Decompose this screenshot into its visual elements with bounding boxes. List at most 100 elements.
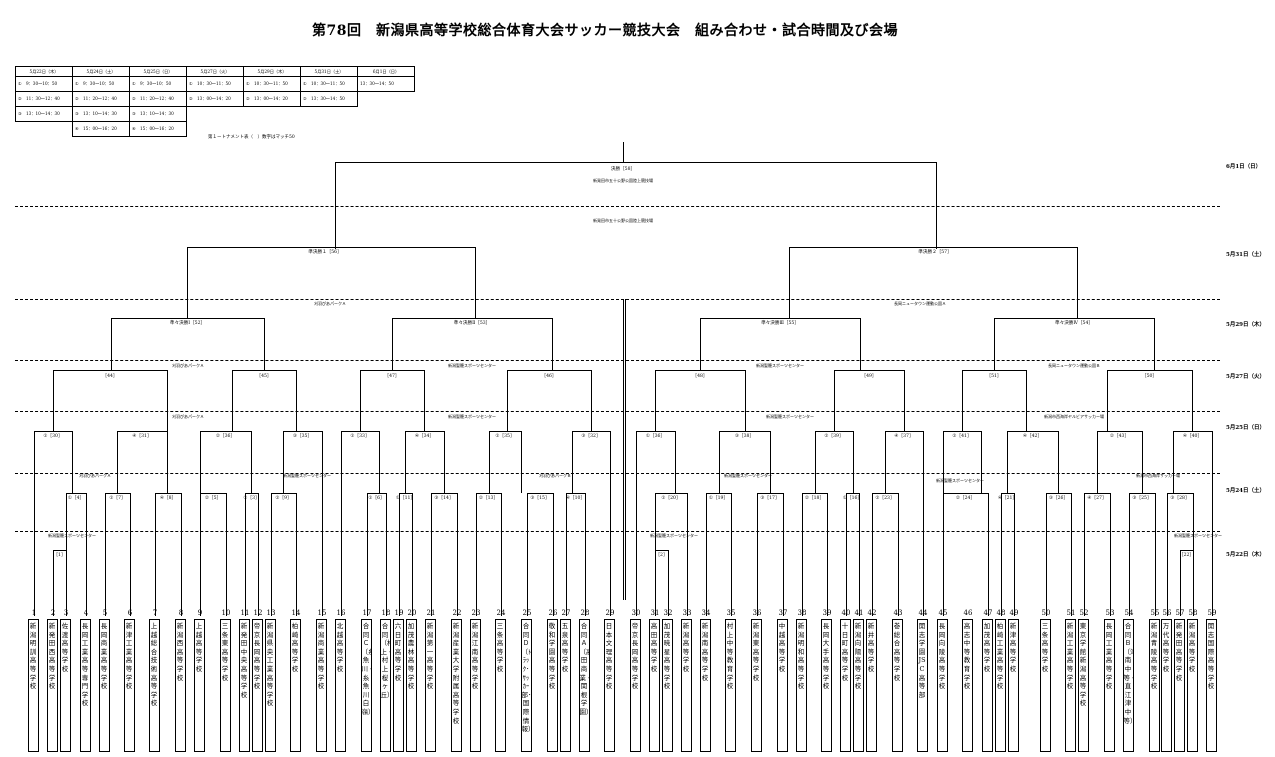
round1-connector — [566, 493, 586, 616]
team-number: 18 — [381, 609, 391, 617]
round2-connector — [34, 431, 73, 493]
preliminary-label: ［2］ — [655, 553, 668, 558]
round1-label: ①［19］ — [708, 496, 729, 501]
team-number: 37 — [778, 609, 788, 617]
round1-label: ③［15］ — [530, 496, 550, 501]
team-number: 7 — [152, 609, 158, 617]
team-number: 20 — [407, 609, 417, 617]
round2-label: ①［30］ — [43, 434, 63, 439]
team-name: 新潟明訓高等学校 — [27, 619, 39, 752]
team-name: 長岡大手高等学校 — [820, 619, 832, 752]
round-separator — [15, 360, 1220, 361]
round1-connector — [527, 493, 554, 616]
team-number: 34 — [701, 609, 711, 617]
team-name: 新潟高等学校 — [680, 619, 692, 752]
preliminary-connector — [1180, 550, 1194, 616]
quarterfinal-connector — [111, 318, 265, 370]
venue-label: 刈羽ぴあパークＡ — [314, 301, 346, 306]
team-number: 23 — [471, 609, 481, 617]
round2-label: ④［42］ — [1022, 434, 1043, 439]
team-name: 十日町高等学校 — [839, 619, 851, 752]
venue-label: 新潟聖籠スポーツセンター — [936, 478, 984, 483]
quarterfinal-label: 準々決勝Ⅳ［54］ — [1055, 321, 1093, 326]
round1-connector — [200, 493, 227, 616]
date-label: 5月29日（木） — [1226, 322, 1265, 328]
round3-label: ［47］ — [384, 374, 400, 379]
semi-label: 準決勝２［57］ — [918, 250, 952, 255]
team-name: 新発田高等学校 — [1173, 619, 1185, 752]
bracket-line — [341, 493, 342, 616]
round2-connector — [1097, 431, 1143, 493]
schedule-cell: ③ 13：10〜14：30 — [129, 106, 187, 122]
round3-connector — [834, 370, 905, 431]
schedule-cell: ① 10：30〜11：50 — [186, 76, 244, 92]
team-number: 53 — [1105, 609, 1115, 617]
team-name: 新潟向陽高等学校 — [852, 619, 864, 752]
round1-label: ②［9］ — [275, 496, 292, 501]
preliminary-label: ［22］ — [1178, 553, 1195, 558]
bracket-line — [923, 493, 924, 616]
team-name: 敬和学園高等学校 — [546, 619, 558, 752]
schedule-cell — [244, 107, 301, 122]
team-number: 15 — [317, 609, 327, 617]
team-name: 合同Ｃ（糸魚川・糸魚川白嶺） — [360, 619, 372, 752]
venue-label: 刈羽ぴあパークＡ — [79, 473, 111, 478]
team-name: 東京学館新潟高等学校 — [1077, 619, 1089, 752]
team-number: 21 — [426, 609, 436, 617]
round3-label: ［46］ — [541, 374, 557, 379]
team-name: 開志学園JSC高等部 — [916, 619, 928, 752]
team-number: 35 — [726, 609, 736, 617]
venue-label: 長岡ニュータウン運動公園Ａ — [894, 301, 946, 306]
round3-connector — [360, 370, 425, 431]
team-name: 新発田中央高等学校 — [238, 619, 250, 752]
round2-connector — [405, 431, 445, 493]
round1-label: ③［25］ — [1132, 496, 1152, 501]
round1-label: ②［13］ — [478, 496, 499, 501]
round1-connector — [367, 493, 387, 616]
round3-label: ［50］ — [1141, 374, 1158, 379]
team-number: 12 — [253, 609, 263, 617]
round1-label: ③［26］ — [1048, 496, 1069, 501]
team-name: 加茂農林高等学校 — [405, 619, 417, 752]
round1-label: ④［21］ — [997, 496, 1018, 501]
team-name: 北越高等学校 — [334, 619, 346, 752]
team-number: 59 — [1207, 609, 1217, 617]
venue-label: 新潟聖籠スポーツセンター — [283, 473, 331, 478]
round1-label: ③［28］ — [1170, 496, 1190, 501]
venue-label: 新発田市五十公野公園陸上競技場 — [593, 218, 653, 223]
team-number: 44 — [918, 609, 928, 617]
team-name: 上越総合技術高等学校 — [148, 619, 160, 752]
round1-connector — [943, 493, 989, 616]
schedule-header-cell: 5月31日（土） — [300, 66, 358, 77]
final-label: 決勝［58］ — [610, 167, 636, 172]
round3-label: ［48］ — [692, 374, 708, 379]
round1-label: ③［17］ — [760, 496, 780, 501]
team-name: 帝京長岡高等学校 — [251, 619, 263, 752]
team-number: 47 — [983, 609, 993, 617]
round1-label: ②［23］ — [875, 496, 895, 501]
round1-label: ③［14］ — [434, 496, 454, 501]
quarterfinal-label: 準々決勝Ⅱ［53］ — [453, 321, 491, 326]
team-name: 新潟明和高等学校 — [795, 619, 807, 752]
schedule-cell: ① 10：30〜11：50 — [300, 76, 358, 92]
round3-label: ［44］ — [102, 374, 118, 379]
team-number: 17 — [362, 609, 372, 617]
round2-connector — [943, 431, 982, 493]
preliminary-connector — [53, 550, 67, 616]
round3-connector — [1107, 370, 1193, 431]
team-number: 8 — [178, 609, 184, 617]
team-number: 13 — [266, 609, 276, 617]
schedule-cell: ① 9：30〜10：50 — [129, 76, 187, 92]
venue-label: 新潟市西海岸サッカー場 — [1136, 473, 1180, 478]
team-number: 32 — [663, 609, 673, 617]
team-number: 39 — [822, 609, 832, 617]
date-label: 6月1日（日） — [1226, 164, 1262, 170]
team-name: 新潟西高等学校 — [174, 619, 186, 752]
team-name: 柏崎工業高等学校 — [994, 619, 1006, 752]
team-number: 55 — [1150, 609, 1160, 617]
bracket-line — [625, 299, 626, 600]
schedule-cell: ② 13：00〜14：20 — [186, 91, 244, 107]
quarterfinal-connector — [994, 318, 1155, 370]
team-name: 新潟工業高等学校 — [1064, 619, 1076, 752]
team-number: 25 — [522, 609, 532, 617]
